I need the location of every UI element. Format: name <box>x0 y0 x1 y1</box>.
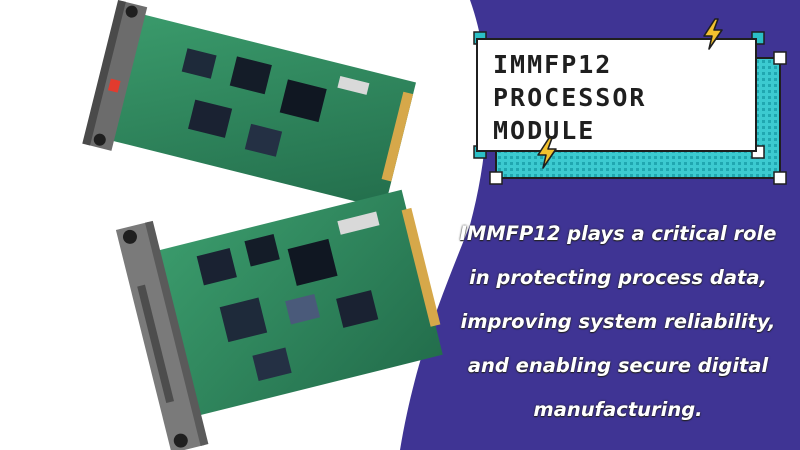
title-line: MODULE <box>493 116 596 145</box>
upper-circuit-board <box>82 0 416 209</box>
title-card: IMMFP12 PROCESSOR MODULE <box>476 38 757 152</box>
lower-circuit-board <box>115 189 443 450</box>
description-line: improving system reliability, <box>460 310 776 333</box>
page-title: IMMFP12 PROCESSOR MODULE <box>493 48 646 147</box>
corner-square <box>773 51 787 65</box>
description-line: and enabling secure digital <box>467 354 769 377</box>
title-line: IMMFP12 <box>493 50 613 79</box>
lightning-bolt-icon <box>537 137 557 169</box>
description-line: IMMFP12 plays a critical role <box>459 222 777 245</box>
description-line: manufacturing. <box>533 398 703 421</box>
corner-square <box>489 171 503 185</box>
lightning-bolt-icon <box>703 18 723 50</box>
title-line: PROCESSOR <box>493 83 647 112</box>
description-line: in protecting process data, <box>469 266 767 289</box>
corner-square <box>773 171 787 185</box>
description: IMMFP12 plays a critical role in protect… <box>440 212 796 432</box>
